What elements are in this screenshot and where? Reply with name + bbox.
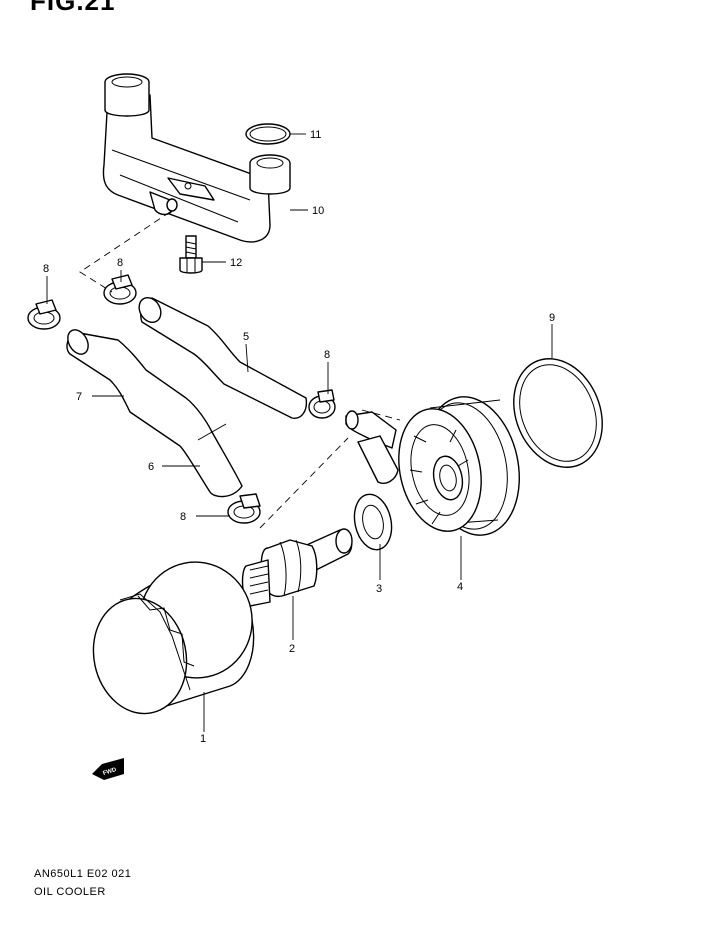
forward-direction-arrow-icon: FWD bbox=[92, 758, 124, 780]
callout-8-upper-left: 8 bbox=[43, 263, 49, 275]
hose-clamp-upper-left-part-8 bbox=[27, 299, 61, 330]
model-code: AN650L1 E02 021 bbox=[34, 868, 132, 880]
union-bolt-part-2 bbox=[241, 528, 353, 607]
callout-4: 4 bbox=[457, 581, 463, 593]
cooler-nipple-fitting bbox=[345, 410, 399, 484]
hose-clamp-lower-part-8 bbox=[227, 493, 261, 524]
callout-8-upper: 8 bbox=[117, 257, 123, 269]
section-name: OIL COOLER bbox=[34, 886, 106, 898]
callout-3: 3 bbox=[376, 583, 382, 595]
hose-part-5 bbox=[138, 296, 308, 419]
callout-11: 11 bbox=[310, 129, 321, 141]
svg-text:FWD: FWD bbox=[102, 767, 117, 777]
callout-2: 2 bbox=[289, 643, 295, 655]
figure-title: FIG.21 bbox=[30, 0, 116, 16]
callout-12: 12 bbox=[230, 257, 242, 269]
bolt-part-12 bbox=[179, 235, 203, 274]
callout-5: 5 bbox=[243, 331, 249, 343]
oil-filter-part-1 bbox=[92, 561, 255, 715]
hose-clamp-upper-part-8 bbox=[103, 274, 137, 305]
hose-part-7-6 bbox=[66, 329, 243, 498]
o-ring-part-11 bbox=[245, 123, 291, 145]
hose-clamp-right-part-8 bbox=[308, 389, 336, 419]
gasket-part-3 bbox=[353, 493, 393, 551]
o-ring-part-9 bbox=[513, 358, 603, 468]
callout-10: 10 bbox=[312, 205, 324, 217]
oil-pipe-part-10 bbox=[102, 73, 291, 243]
callout-6: 6 bbox=[148, 461, 154, 473]
callout-7: 7 bbox=[76, 391, 82, 403]
oil-cooler-part-4 bbox=[398, 396, 520, 536]
callout-9: 9 bbox=[549, 312, 555, 324]
callout-8-lower: 8 bbox=[180, 511, 186, 523]
callout-8-right: 8 bbox=[324, 349, 330, 361]
callout-1: 1 bbox=[200, 733, 206, 745]
